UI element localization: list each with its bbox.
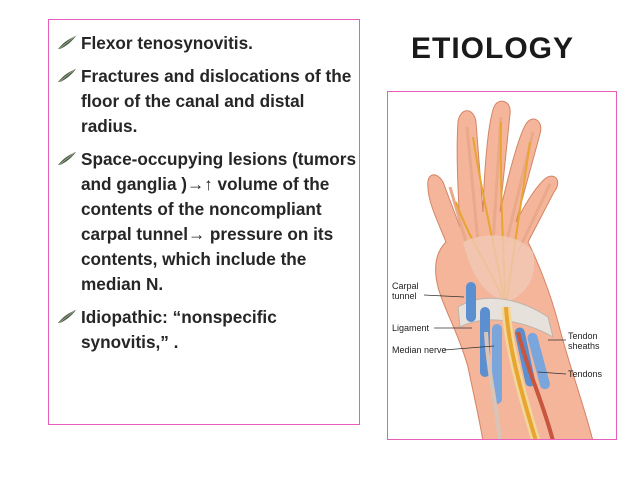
bullet-text: Fractures and dislocations of the floor … <box>81 66 352 136</box>
bullet-list: Flexor tenosynovitis. Fractures and disl… <box>57 31 357 363</box>
bullet-text: Flexor tenosynovitis. <box>81 33 253 53</box>
feather-bullet-icon <box>58 69 76 83</box>
label-carpal-tunnel-1: Carpal <box>392 281 419 291</box>
label-tendon-sheaths-2: sheaths <box>568 341 600 351</box>
bullet-item: Idiopathic: “nonspecific synovitis,” . <box>57 305 357 355</box>
feather-bullet-icon <box>58 36 76 50</box>
feather-bullet-icon <box>58 152 76 166</box>
slide-title: ETIOLOGY <box>411 32 575 65</box>
feather-bullet-icon <box>58 310 76 324</box>
bullet-text-box: Flexor tenosynovitis. Fractures and disl… <box>48 19 360 425</box>
label-tendons: Tendons <box>568 369 603 379</box>
label-ligament: Ligament <box>392 323 430 333</box>
bullet-text: Space-occupying lesions (tumors and gang… <box>81 149 357 294</box>
label-tendon-sheaths-1: Tendon <box>568 331 598 341</box>
label-carpal-tunnel-2: tunnel <box>392 291 417 301</box>
hand-anatomy-drawing: Carpal tunnel Ligament Median nerve Tend… <box>392 100 603 439</box>
bullet-text: Idiopathic: “nonspecific synovitis,” . <box>81 307 277 352</box>
carpal-tunnel-illustration: Carpal tunnel Ligament Median nerve Tend… <box>387 91 617 440</box>
bullet-item: Flexor tenosynovitis. <box>57 31 357 56</box>
label-median-nerve: Median nerve <box>392 345 447 355</box>
bullet-item: Space-occupying lesions (tumors and gang… <box>57 147 357 297</box>
bullet-item: Fractures and dislocations of the floor … <box>57 64 357 139</box>
